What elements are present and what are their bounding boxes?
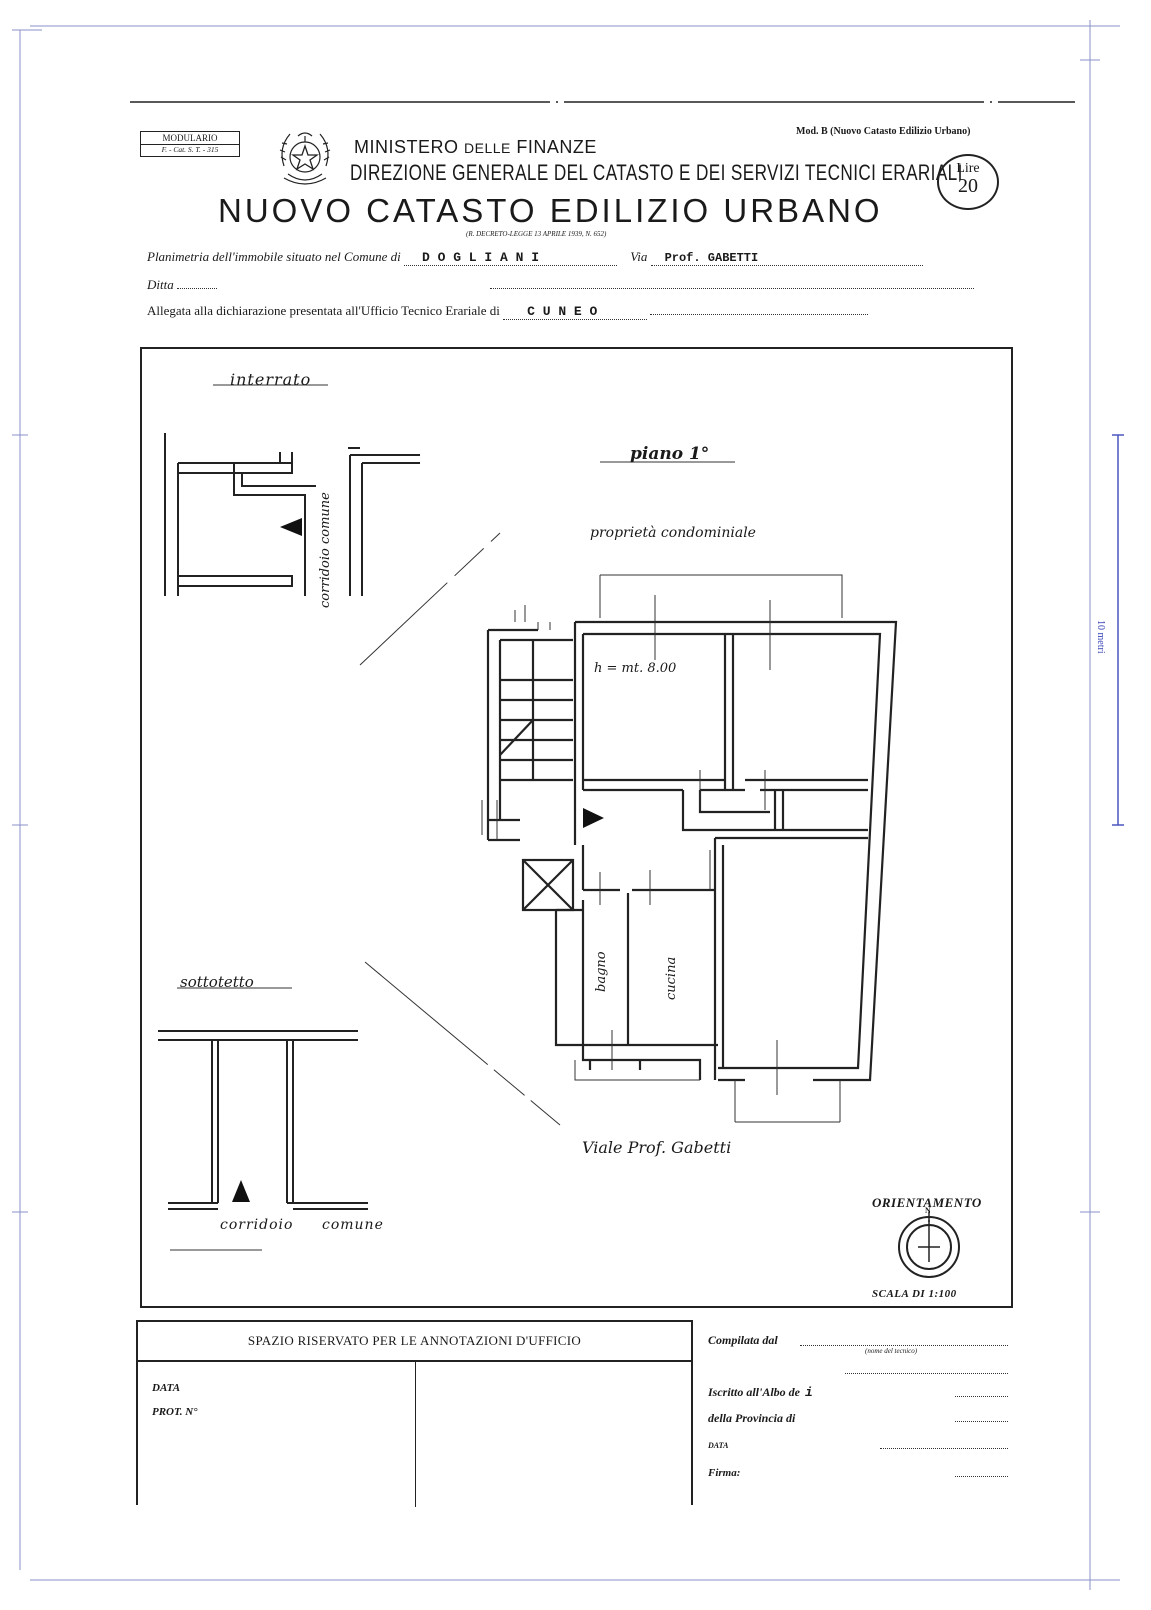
plan-thin-lines [170,384,843,1251]
planimetria-label: Planimetria dell'immobile situato nel Co… [147,249,401,264]
firma-label: Firma: [708,1467,741,1479]
ditta-field [490,276,975,289]
proprieta-label: proprietà condominiale [590,525,756,541]
viale-label: Viale Prof. Gabetti [582,1138,732,1157]
compilata-label: Compilata dal [708,1333,778,1347]
sottotetto-plan [158,1030,368,1210]
annotations-divider [415,1360,416,1507]
interrato-arrow-icon [280,518,302,536]
iscritto-label: Iscritto all'Albo de i [708,1385,813,1400]
annotations-header: SPAZIO RISERVATO PER LE ANNOTAZIONI D'UF… [138,1322,691,1362]
ditta-field-short [176,276,217,289]
sottotetto-arrow-icon [232,1180,250,1202]
piano-entry-arrow-icon [583,808,604,828]
direzione-title: DIREZIONE GENERALE DEL CATASTO E DEI SER… [350,160,963,185]
compilata-field [800,1345,1008,1346]
ufficio-field-tail [650,302,869,315]
orientamento-label: ORIENTAMENTO [872,1195,982,1210]
firma-field [955,1476,1008,1477]
ditta-row: Ditta [147,276,975,293]
modulario-code: F. - Cat. S. T. - 315 [161,145,219,154]
compass-icon [898,1212,960,1278]
model-label: Mod. B (Nuovo Catasto Edilizio Urbano) [796,126,971,137]
data-label: DATA [152,1382,181,1394]
corridoio-comune-vertical-label: corridoio comune [318,492,333,608]
nome-tecnico-hint: (nome del tecnico) [865,1347,918,1355]
iscritto-value: i [805,1385,813,1400]
allegata-label: Allegata alla dichiarazione presentata a… [147,303,500,318]
via-label: Via [630,249,648,264]
allegata-row: Allegata alla dichiarazione presentata a… [147,302,869,320]
modulario-title: MODULARIO [141,133,239,145]
sottotetto-label: sottotetto [180,973,254,991]
floor-plan-frame [140,347,1013,1308]
piano-label: piano 1° [630,444,710,464]
republic-emblem-icon [279,132,331,185]
comune-field: D O G L I A N I [403,250,617,266]
prot-label: PROT. N° [152,1406,198,1418]
scala-label: SCALA DI 1:100 [872,1288,957,1300]
decree-reference: (R. DECRETO-LEGGE 13 APRILE 1939, N. 652… [466,230,607,238]
ufficio-field: C U N E O [503,304,648,320]
ditta-label: Ditta [147,277,174,292]
piano-plan [486,620,898,1082]
iscritto-field [955,1396,1008,1397]
corridoio-label: corridoio [220,1217,294,1233]
annotations-box: SPAZIO RISERVATO PER LE ANNOTAZIONI D'UF… [136,1320,693,1507]
data2-field [880,1448,1008,1449]
planimetria-row: Planimetria dell'immobile situato nel Co… [147,249,923,266]
ministry-name: MINISTERO DELLE FINANZE [354,137,597,157]
data2-label: DATA [708,1441,729,1450]
modulario-box: MODULARIO F. - Cat. S. T. - 315 [140,131,240,157]
north-label: N [925,1206,931,1215]
document-title: NUOVO CATASTO EDILIZIO URBANO [218,192,883,229]
cucina-label: cucina [664,956,679,1000]
bagno-label: bagno [594,951,609,992]
provincia-field [955,1421,1008,1422]
compilata-field-2 [845,1373,1008,1374]
provincia-label: della Provincia di [708,1411,796,1425]
comune-label: comune [322,1217,384,1233]
interrato-plan [164,433,420,596]
via-field: Prof. GABETTI [650,251,923,266]
lire-stamp: Lire 20 [937,154,999,210]
altezza-label: h = mt. 8.00 [594,661,677,676]
interrato-label: interrato [230,370,312,389]
